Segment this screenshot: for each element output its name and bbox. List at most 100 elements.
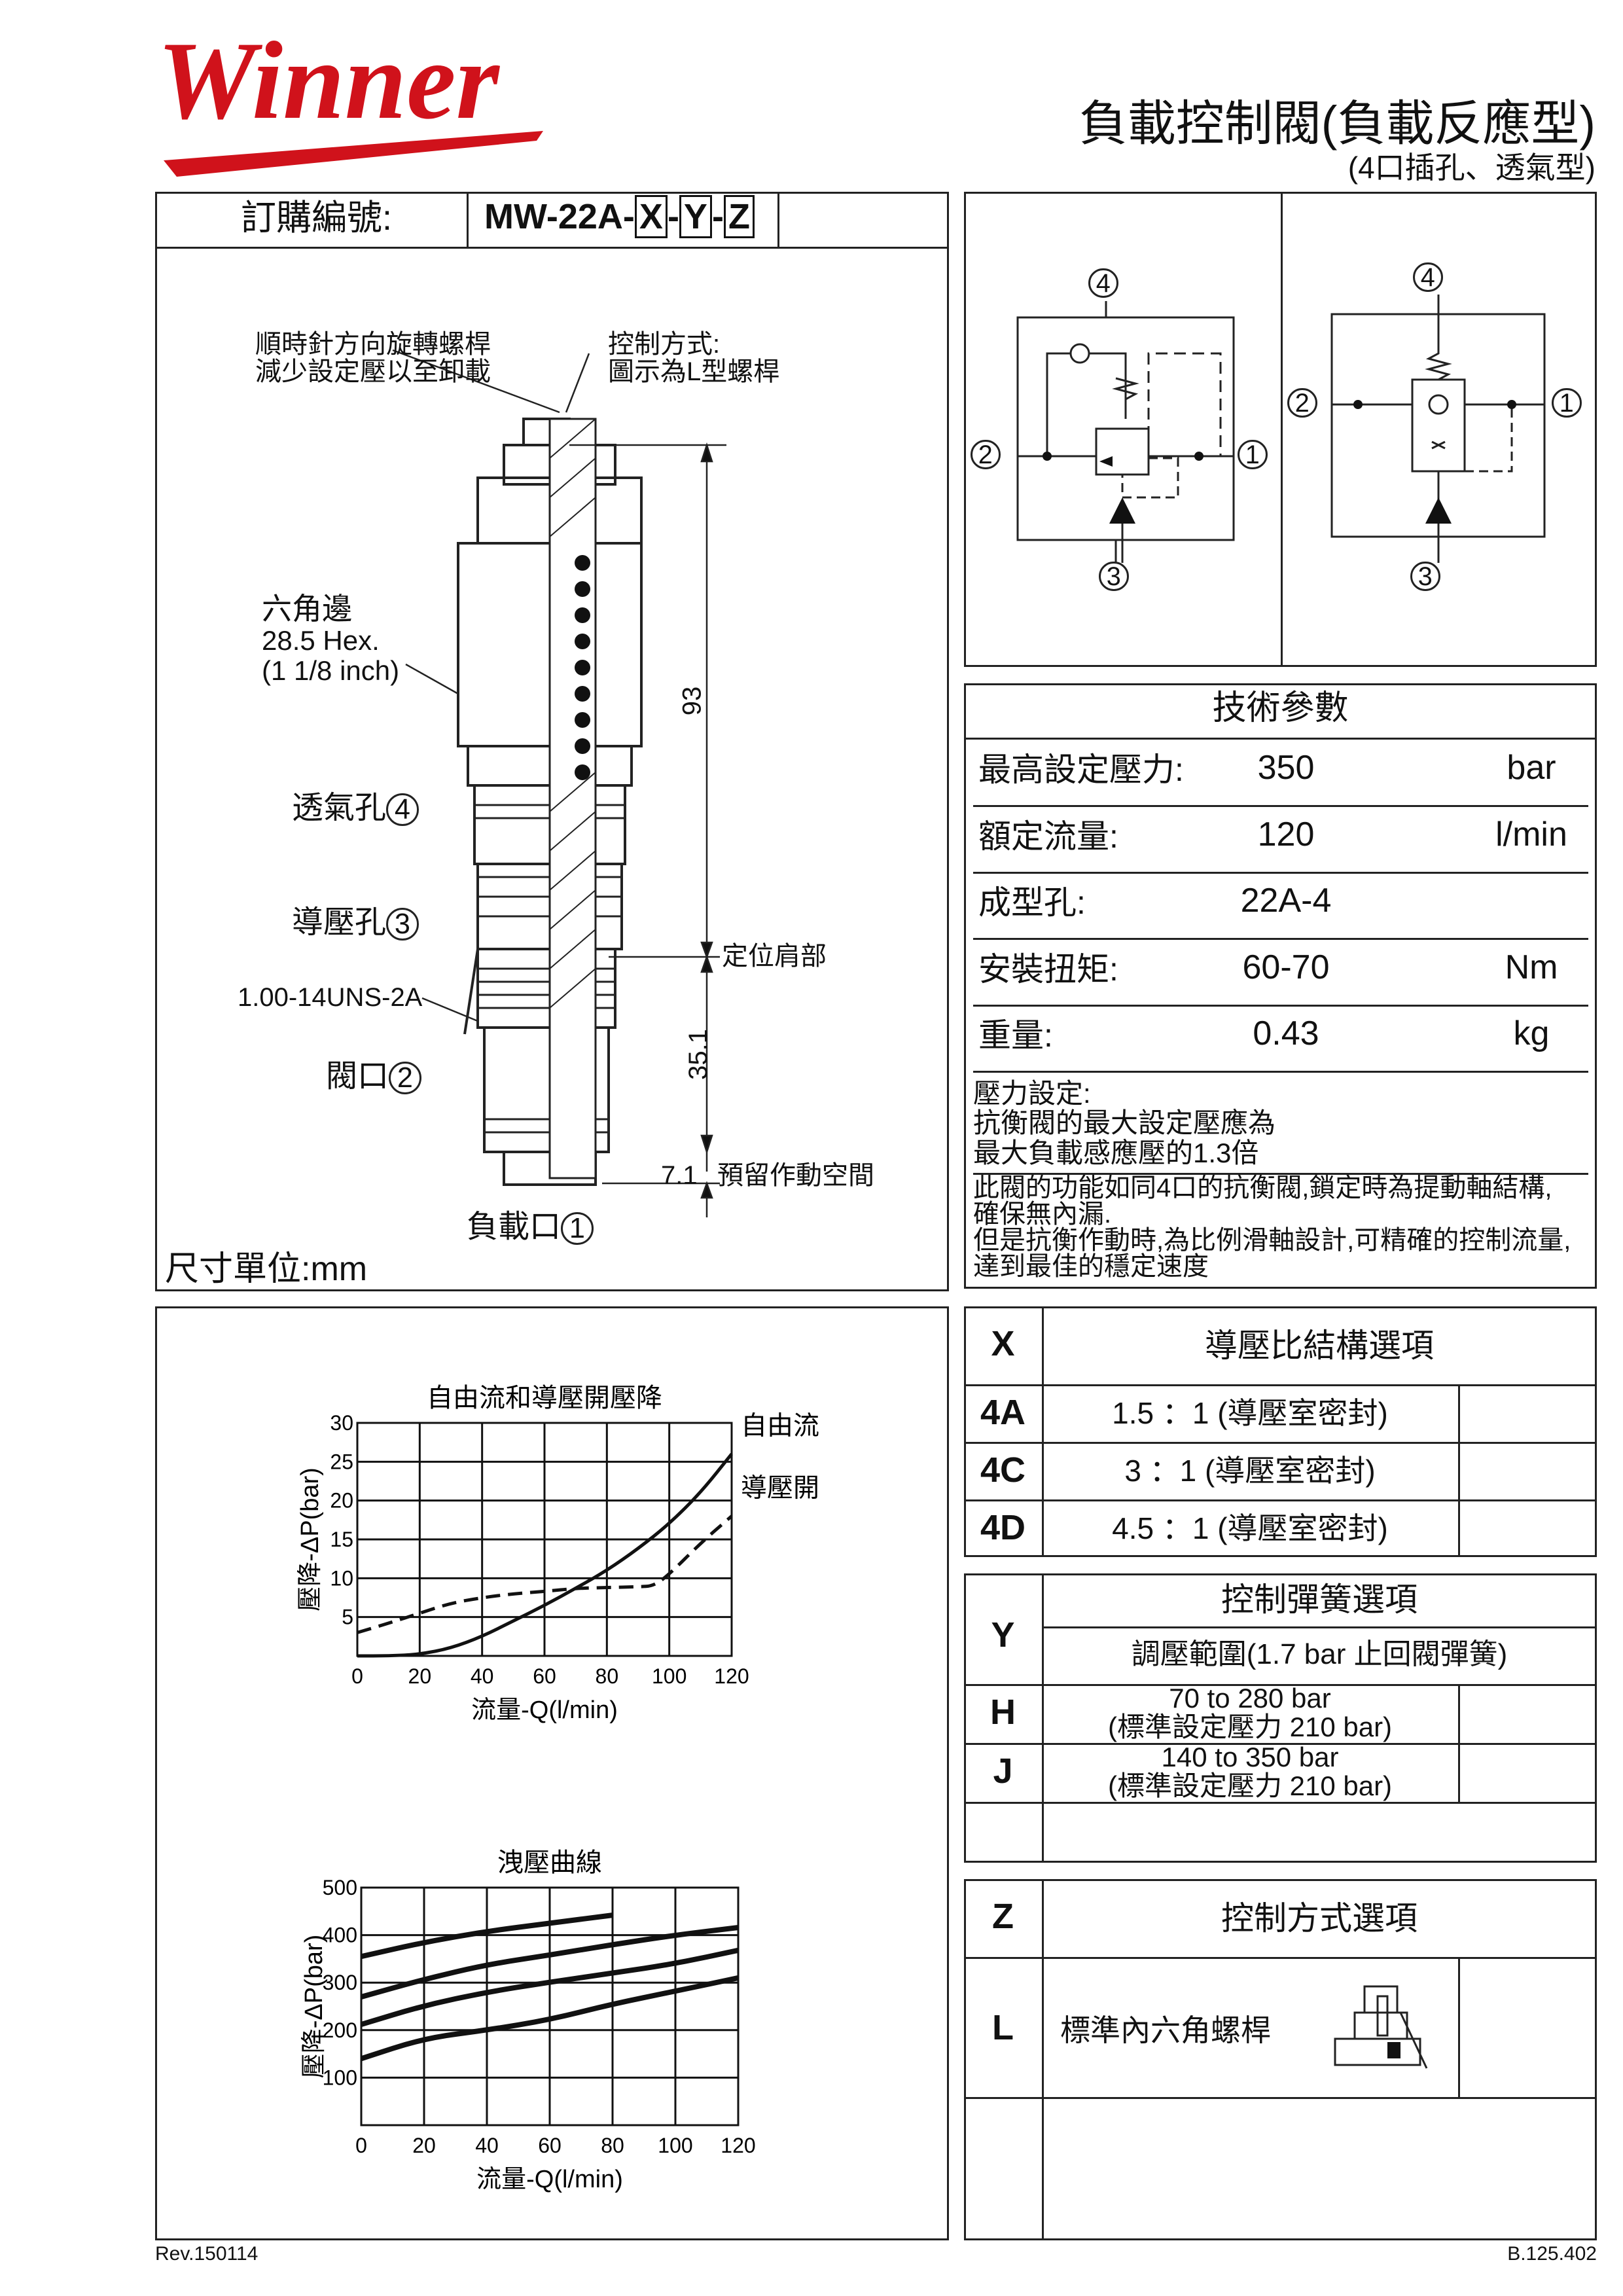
chart-title: 洩壓曲線	[497, 1848, 602, 1877]
tech-value: 60-70	[1242, 948, 1330, 986]
x-tick-label: 120	[721, 2134, 755, 2157]
series-line-curve-2	[360, 1925, 739, 2000]
hex-screw-icon	[1334, 1985, 1428, 2069]
z-title: 控制方式選項	[1221, 1900, 1418, 1937]
z-key: Z	[992, 1897, 1014, 1936]
tech-title: 技術參數	[1212, 689, 1349, 727]
y-tick-label: 300	[323, 1971, 357, 1994]
series-line-curve-1	[361, 1912, 613, 1960]
y-tick-label: 20	[330, 1489, 353, 1513]
tech-label: 成型孔:	[978, 884, 1086, 921]
x-desc: 3 ：1 (導壓室密封)	[1124, 1454, 1376, 1488]
tech-unit: Nm	[1505, 948, 1558, 986]
valve-cross-section	[392, 349, 726, 1217]
x-key: X	[991, 1324, 1015, 1363]
z-desc-l: 標準內六角螺桿	[1060, 2013, 1271, 2047]
tech-note-function: 此閥的功能如同4口的抗衡閥,鎖定時為提動軸結構,確保無內漏.但是抗衡作動時,為比…	[973, 1174, 1571, 1281]
tech-value: 350	[1257, 749, 1315, 787]
order-z: Z	[723, 195, 755, 238]
x-option-table	[964, 1306, 1597, 1557]
document-number: B.125.402	[1507, 2243, 1597, 2265]
chart-title: 自由流和導壓開壓降	[427, 1384, 662, 1412]
order-sep: -	[667, 197, 679, 236]
port-2-left: 2	[971, 438, 1001, 470]
order-sep: -	[711, 197, 724, 236]
svg-text:Winner: Winner	[157, 20, 501, 142]
winner-logo: Winner	[151, 19, 556, 177]
series-line-自由流	[357, 1452, 733, 1658]
x-tick-label: 20	[408, 1664, 432, 1688]
x-tick-label: 100	[658, 2134, 692, 2157]
tech-unit: l/min	[1495, 816, 1567, 853]
y-tick-label: 10	[330, 1566, 353, 1590]
shoulder-label: 定位肩部	[722, 942, 827, 971]
x-tick-label: 40	[471, 1664, 494, 1688]
y-option-table	[964, 1573, 1597, 1863]
y-desc: 70 to 280 bar(標準設定壓力 210 bar)	[1107, 1683, 1393, 1743]
dim-7-1: 7.1	[661, 1161, 698, 1190]
hydraulic-symbols	[1016, 295, 1546, 563]
thread-label: 1.00-14UNS-2A	[238, 983, 423, 1012]
tech-value: 120	[1257, 816, 1315, 853]
x-tick-label: 60	[533, 1664, 556, 1688]
x-code: 4D	[980, 1508, 1026, 1547]
plot-area	[356, 1422, 733, 1657]
order-prefix: MW-22A-	[484, 197, 635, 236]
tech-label: 重量:	[978, 1017, 1053, 1054]
y-tick-label: 30	[330, 1411, 353, 1435]
x-tick-label: 120	[714, 1664, 749, 1688]
x-code: 4A	[980, 1393, 1026, 1432]
x-tick-label: 0	[351, 1664, 363, 1688]
tech-value: 22A-4	[1240, 882, 1332, 920]
tech-value: 0.43	[1253, 1014, 1319, 1052]
port-1-left: 1	[1238, 438, 1268, 470]
x-axis-label: 流量-Q(l/min)	[476, 2166, 623, 2193]
tech-label: 最高設定壓力:	[978, 751, 1184, 788]
y-title: 控制彈簧選項	[1221, 1581, 1418, 1618]
note-rotate: 順時針方向旋轉螺桿減少設定壓以至卸載	[255, 330, 491, 386]
x-desc: 1.5 ：1 (導壓室密封)	[1112, 1396, 1388, 1430]
y-tick-label: 25	[330, 1450, 353, 1473]
y-code: J	[993, 1751, 1013, 1791]
plot-area	[360, 1886, 740, 2126]
port-2-right: 2	[1287, 386, 1317, 418]
dim-93: 93	[677, 686, 707, 716]
y-key: Y	[991, 1615, 1015, 1655]
y-tick-label: 5	[342, 1605, 353, 1629]
x-tick-label: 40	[475, 2134, 499, 2157]
port-3-right: 3	[1410, 560, 1440, 592]
order-label: 訂購編號:	[241, 198, 393, 238]
page-subtitle: (4口插孔、透氣型)	[1347, 151, 1596, 185]
x-tick-label: 0	[355, 2134, 367, 2157]
order-x: X	[634, 195, 668, 238]
series-line-導壓開	[357, 1515, 733, 1634]
x-title: 導壓比結構選項	[1205, 1327, 1434, 1364]
y-range: 調壓範圍(1.7 bar 止回閥彈簧)	[1131, 1638, 1508, 1670]
x-axis-label: 流量-Q(l/min)	[471, 1696, 618, 1724]
charts-panel	[155, 1306, 949, 2240]
y-desc: 140 to 350 bar(標準設定壓力 210 bar)	[1107, 1742, 1393, 1802]
y-tick-label: 500	[323, 1876, 357, 1899]
tech-unit: kg	[1513, 1014, 1550, 1052]
note-control: 控制方式:圖示為L型螺桿	[608, 330, 780, 386]
dim-35-1: 35.1	[683, 1029, 713, 1080]
y-axis-label: 壓降-ΔP(bar)	[300, 1935, 328, 2079]
x-desc: 4.5 ：1 (導壓室密封)	[1112, 1511, 1388, 1545]
port-4-left: 4	[1088, 266, 1118, 298]
port-1-right: 1	[1552, 386, 1582, 418]
x-tick-label: 100	[652, 1664, 687, 1688]
port-3-left: 3	[1099, 560, 1129, 592]
order-code: MW-22A-X-Y-Z	[484, 195, 755, 238]
y-axis-label: 壓降-ΔP(bar)	[296, 1467, 324, 1611]
y-tick-label: 400	[323, 1924, 357, 1947]
y-code: H	[990, 1693, 1016, 1732]
tech-note-pressure: 壓力設定:抗衡閥的最大設定壓應為最大負載感應壓的1.3倍	[973, 1078, 1276, 1168]
order-y: Y	[679, 195, 712, 238]
x-code: 4C	[980, 1450, 1026, 1490]
